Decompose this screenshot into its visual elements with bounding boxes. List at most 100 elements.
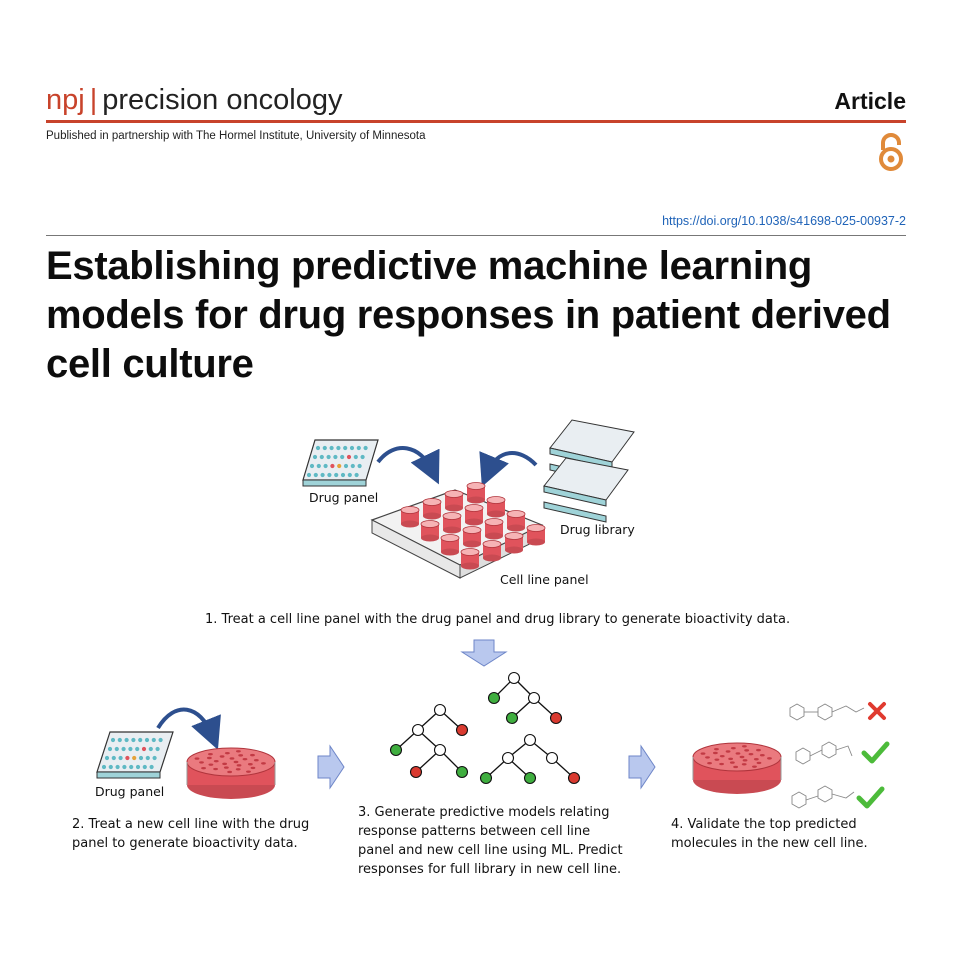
label-drug-library: Drug library — [560, 522, 635, 537]
tree-node — [389, 743, 403, 757]
doi-link[interactable]: https://doi.org/10.1038/s41698-025-00937… — [662, 214, 906, 228]
cell — [242, 757, 248, 761]
journal-separator: | — [89, 84, 98, 116]
well-dot — [322, 445, 327, 451]
tree-node — [411, 723, 425, 737]
cell — [756, 761, 762, 765]
well-dot — [349, 445, 355, 451]
molecule-1 — [789, 703, 865, 721]
well-dot — [122, 764, 127, 770]
cell — [199, 761, 204, 764]
well-dot — [114, 746, 119, 752]
well-body — [505, 536, 523, 550]
tree-node — [455, 723, 469, 737]
cell — [700, 752, 706, 755]
well-dot — [142, 764, 147, 770]
cell — [250, 753, 255, 757]
well-bottom — [507, 524, 525, 532]
well-body — [467, 486, 485, 500]
cell — [233, 760, 239, 764]
well-dot — [323, 463, 328, 469]
cell — [728, 757, 734, 761]
cell — [238, 754, 244, 757]
well-dot — [135, 764, 141, 770]
well-bottom — [485, 532, 503, 540]
tree-node — [545, 751, 559, 765]
well-dot — [118, 755, 123, 761]
cross-icon — [868, 702, 886, 720]
well-dot — [158, 737, 163, 743]
cell — [235, 768, 241, 771]
cell — [250, 766, 256, 770]
well-body — [443, 516, 461, 530]
well-dot — [124, 737, 129, 743]
well-dot — [138, 737, 143, 743]
cell — [705, 756, 710, 759]
cell-line-panel-plate — [370, 482, 546, 579]
cell — [222, 762, 228, 766]
decision-trees — [389, 671, 581, 785]
well-dot — [313, 472, 318, 478]
tree-node — [433, 743, 447, 757]
well-dot — [155, 746, 160, 752]
cell — [719, 762, 724, 766]
well-dot — [360, 454, 365, 460]
well-top — [422, 498, 442, 506]
cell — [246, 770, 251, 773]
cell — [213, 767, 218, 771]
cell — [725, 750, 731, 753]
cell — [712, 751, 718, 755]
well-dot — [336, 445, 341, 451]
well-bottom — [483, 554, 501, 562]
well-body — [485, 522, 503, 536]
well-dot — [354, 472, 359, 478]
well-body — [421, 524, 439, 538]
well-dot — [115, 764, 120, 770]
cell — [735, 752, 741, 755]
well-dot — [141, 746, 147, 752]
well-dot — [319, 454, 324, 460]
cell — [742, 759, 748, 762]
well-dot — [135, 746, 140, 752]
curved-arrow-left — [376, 446, 440, 485]
step-4-caption: 4. Validate the top predicted molecules … — [671, 817, 868, 851]
well-dot — [340, 454, 345, 460]
cells — [194, 750, 266, 774]
cell — [714, 747, 719, 751]
plate-wells — [101, 737, 163, 770]
well-body — [445, 494, 463, 508]
well-dot — [333, 454, 338, 460]
well-body — [423, 502, 441, 516]
well-body — [527, 528, 545, 542]
well-dot — [306, 472, 312, 478]
well-top — [400, 506, 420, 514]
figure-graphics — [96, 419, 890, 809]
well-dot — [104, 755, 110, 761]
drug-panel-plate-bottom — [96, 731, 174, 779]
well-dot — [108, 764, 113, 770]
tree-node — [487, 691, 501, 705]
well-top — [464, 504, 484, 512]
header-rule — [46, 120, 906, 123]
well-body — [483, 544, 501, 558]
tree-node — [409, 765, 423, 779]
right-arrow-1 — [317, 744, 345, 790]
cell-wells — [400, 482, 546, 570]
well-dot — [144, 737, 150, 743]
cell — [729, 761, 735, 764]
cell — [236, 750, 241, 753]
well-dot — [327, 472, 332, 478]
well-bottom — [423, 512, 441, 520]
well-top — [484, 518, 504, 526]
decision-tree — [479, 733, 581, 785]
well-bottom — [461, 562, 479, 570]
well-dot — [132, 755, 137, 761]
tree-node — [549, 711, 563, 725]
well-body — [463, 530, 481, 544]
well-body — [465, 508, 483, 522]
well-dot — [152, 755, 157, 761]
cell — [261, 762, 266, 765]
well-dot — [329, 445, 334, 451]
check-icon — [856, 786, 885, 809]
journal-prefix: npj — [46, 84, 85, 116]
